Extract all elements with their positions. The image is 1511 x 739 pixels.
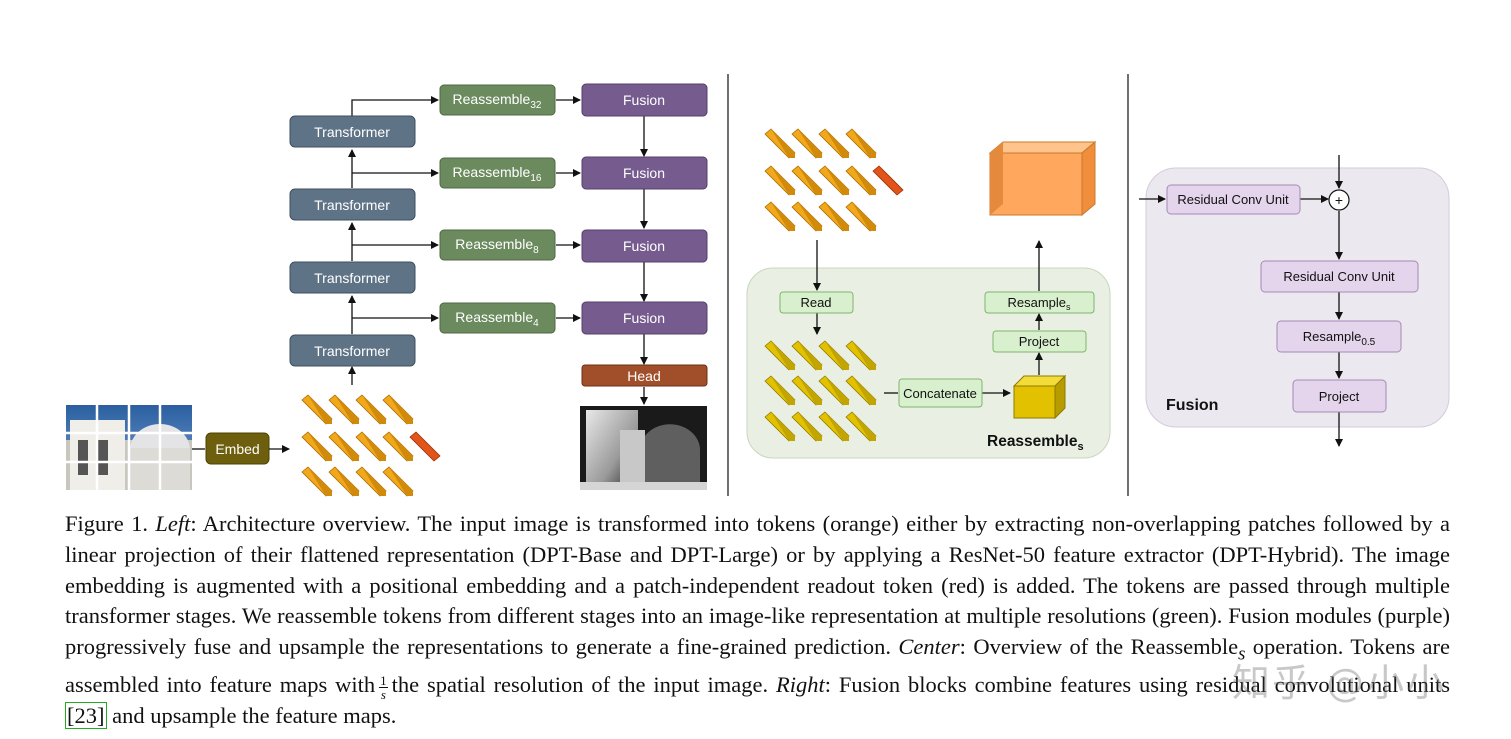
svg-text:Project: Project bbox=[1319, 389, 1360, 404]
center-label: Center bbox=[898, 634, 960, 660]
caption-part5: and upsample the feature maps. bbox=[106, 703, 397, 729]
svg-text:Residual Conv Unit: Residual Conv Unit bbox=[1283, 269, 1395, 284]
svg-text:Read: Read bbox=[800, 295, 831, 310]
plus-node: + bbox=[1328, 189, 1350, 211]
svg-text:Resample0.5: Resample0.5 bbox=[1303, 329, 1376, 348]
fusion-1: Fusion bbox=[581, 83, 708, 117]
fusion-4: Fusion bbox=[581, 301, 708, 335]
caption-part2-sub: s bbox=[1238, 643, 1246, 665]
fusion-title: Fusion bbox=[1166, 397, 1218, 414]
project-box: Project bbox=[992, 330, 1087, 353]
center-token-grid bbox=[764, 128, 904, 232]
resample-05-box: Resample0.5 bbox=[1276, 320, 1402, 353]
project-box-right: Project bbox=[1292, 379, 1387, 413]
svg-text:Reassemble8: Reassemble8 bbox=[455, 236, 539, 256]
figure-label: Figure 1. bbox=[65, 511, 148, 536]
svg-text:Transformer: Transformer bbox=[314, 124, 390, 140]
residual-conv-unit-2: Residual Conv Unit bbox=[1260, 260, 1419, 293]
caption-part3: the spatial resolution of the input imag… bbox=[391, 672, 769, 698]
fusion-2: Fusion bbox=[581, 156, 708, 190]
transformer-1: Transformer bbox=[289, 334, 416, 367]
caption-part2b: operation. Tokens are assembled into fea… bbox=[65, 634, 1450, 698]
svg-text:Project: Project bbox=[1019, 334, 1060, 349]
input-image bbox=[66, 405, 192, 490]
fusion-panel bbox=[1145, 167, 1450, 428]
reassemble-title: Reassembles bbox=[987, 433, 1084, 453]
plus-icon: + bbox=[1335, 192, 1343, 208]
transformer-2: Transformer bbox=[289, 261, 416, 294]
svg-text:Transformer: Transformer bbox=[314, 270, 390, 286]
caption-part1: : Architecture overview. The input image… bbox=[65, 511, 1451, 660]
transformer-4: Transformer bbox=[289, 115, 416, 148]
svg-text:Concatenate: Concatenate bbox=[903, 386, 977, 401]
reassemble-16: Reassemble16 bbox=[439, 157, 556, 189]
transformer-3: Transformer bbox=[289, 188, 416, 221]
svg-text:Fusion: Fusion bbox=[623, 165, 665, 181]
left-label: Left bbox=[155, 511, 191, 536]
svg-text:Head: Head bbox=[627, 368, 660, 384]
svg-text:Transformer: Transformer bbox=[314, 343, 390, 359]
readout-token bbox=[409, 431, 441, 462]
architecture-diagram: Embed bbox=[66, 74, 1450, 497]
fusion-3: Fusion bbox=[581, 229, 708, 263]
right-panel: Residual Conv Unit + Residual Conv Unit … bbox=[1139, 155, 1450, 447]
reassemble-4: Reassemble4 bbox=[439, 302, 556, 334]
caption-part2a: : Overview of the Reassemble bbox=[959, 634, 1239, 660]
depth-output bbox=[580, 406, 707, 490]
svg-text:Embed: Embed bbox=[215, 441, 259, 457]
right-label: Right bbox=[775, 672, 825, 698]
read-box: Read bbox=[779, 291, 854, 314]
left-panel: Embed bbox=[66, 83, 708, 497]
watermark: 知乎 @小小 bbox=[1232, 661, 1447, 705]
svg-text:Reassemble16: Reassemble16 bbox=[453, 164, 542, 184]
reassemble-32: Reassemble32 bbox=[439, 84, 556, 116]
concatenate-box: Concatenate bbox=[898, 378, 983, 408]
embed-box: Embed bbox=[205, 432, 270, 465]
svg-text:Fusion: Fusion bbox=[623, 310, 665, 326]
svg-text:Reassemble4: Reassemble4 bbox=[455, 309, 539, 329]
svg-text:Resamples: Resamples bbox=[1007, 295, 1071, 312]
svg-text:Fusion: Fusion bbox=[623, 92, 665, 108]
concatenated-cube bbox=[1012, 374, 1067, 420]
residual-conv-unit-1: Residual Conv Unit bbox=[1166, 184, 1301, 215]
svg-text:Fusion: Fusion bbox=[623, 238, 665, 254]
head-box: Head bbox=[581, 364, 708, 387]
svg-text:Reassemble32: Reassemble32 bbox=[453, 91, 542, 111]
reassemble-8: Reassemble8 bbox=[439, 229, 556, 261]
resample-box: Resamples bbox=[984, 291, 1095, 314]
figure-caption: Figure 1. Left: Architecture overview. T… bbox=[65, 509, 1450, 732]
center-panel: Read Concatenate Project Resamples Reass… bbox=[746, 128, 1111, 459]
token-grid bbox=[301, 394, 441, 497]
svg-text:Residual Conv Unit: Residual Conv Unit bbox=[1177, 192, 1289, 207]
svg-text:Transformer: Transformer bbox=[314, 197, 390, 213]
feature-map bbox=[988, 140, 1097, 217]
caption-part4: : Fusion blocks combine features using r… bbox=[824, 672, 1451, 698]
citation-link[interactable]: [23] bbox=[65, 702, 107, 730]
